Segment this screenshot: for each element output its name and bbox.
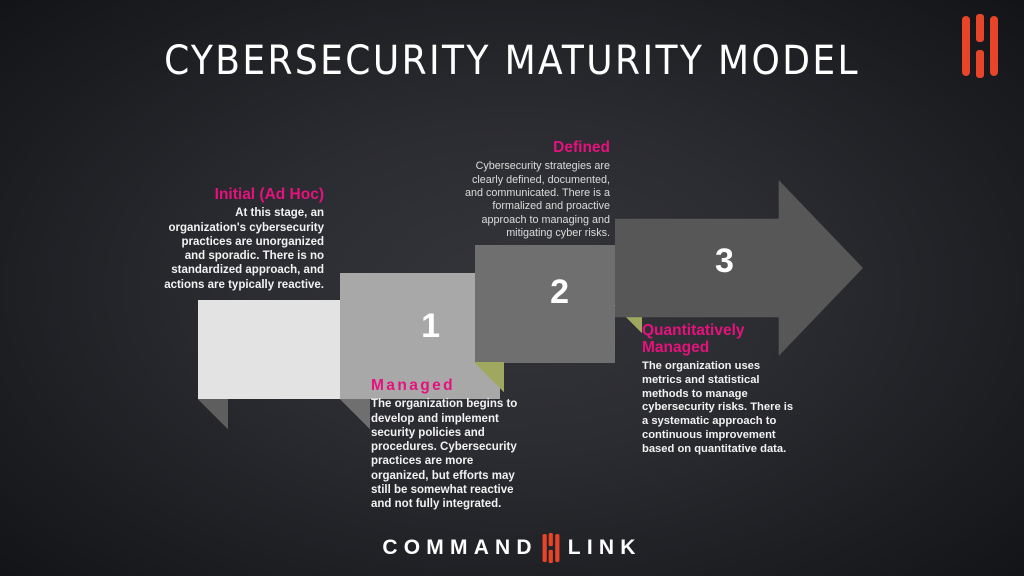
maturity-step-2[interactable]: 2 bbox=[475, 245, 615, 363]
commandlink-h-logo-icon bbox=[958, 14, 1002, 78]
step-1-slab bbox=[340, 273, 500, 399]
caption-quant-body: The organization uses metrics and statis… bbox=[642, 359, 794, 456]
commandlink-h-logo-icon bbox=[540, 533, 562, 563]
footer-word-link: LINK bbox=[567, 536, 642, 559]
caption-quantitatively-managed: Quantitatively Managed The organization … bbox=[642, 322, 802, 457]
step-2-slab bbox=[475, 245, 615, 363]
caption-managed-heading: Managed bbox=[371, 377, 455, 394]
maturity-step-3-arrow[interactable]: 3 bbox=[615, 180, 863, 356]
caption-initial-ad-hoc: Initial (Ad Hoc) At this stage, an organ… bbox=[160, 186, 324, 292]
caption-initial-body: At this stage, an organization's cyberse… bbox=[164, 207, 324, 291]
caption-managed: Managed The organization begins to devel… bbox=[371, 377, 531, 511]
footer-word-command: COMMAND bbox=[382, 536, 538, 559]
step-1-fold-corner bbox=[340, 399, 370, 429]
step-1-number: 1 bbox=[421, 307, 440, 345]
caption-defined-heading: Defined bbox=[553, 139, 610, 156]
caption-managed-body: The organization begins to develop and i… bbox=[371, 398, 518, 511]
step-2-fold-corner-left bbox=[474, 362, 504, 392]
caption-initial-heading: Initial (Ad Hoc) bbox=[214, 186, 324, 203]
step-3-number: 3 bbox=[715, 242, 734, 280]
caption-quant-heading: Quantitatively Managed bbox=[642, 322, 745, 357]
caption-defined-body: Cybersecurity strategies are clearly def… bbox=[464, 160, 610, 240]
maturity-step-1[interactable]: 1 bbox=[340, 273, 500, 429]
caption-defined: Defined Cybersecurity strategies are cle… bbox=[462, 139, 610, 241]
step-0-fold-corner bbox=[198, 399, 228, 429]
step-2-number: 2 bbox=[550, 273, 569, 311]
footer-logo: COMMAND LINK bbox=[0, 533, 1024, 563]
page-title: CYBERSECURITY MATURITY MODEL bbox=[164, 38, 860, 84]
